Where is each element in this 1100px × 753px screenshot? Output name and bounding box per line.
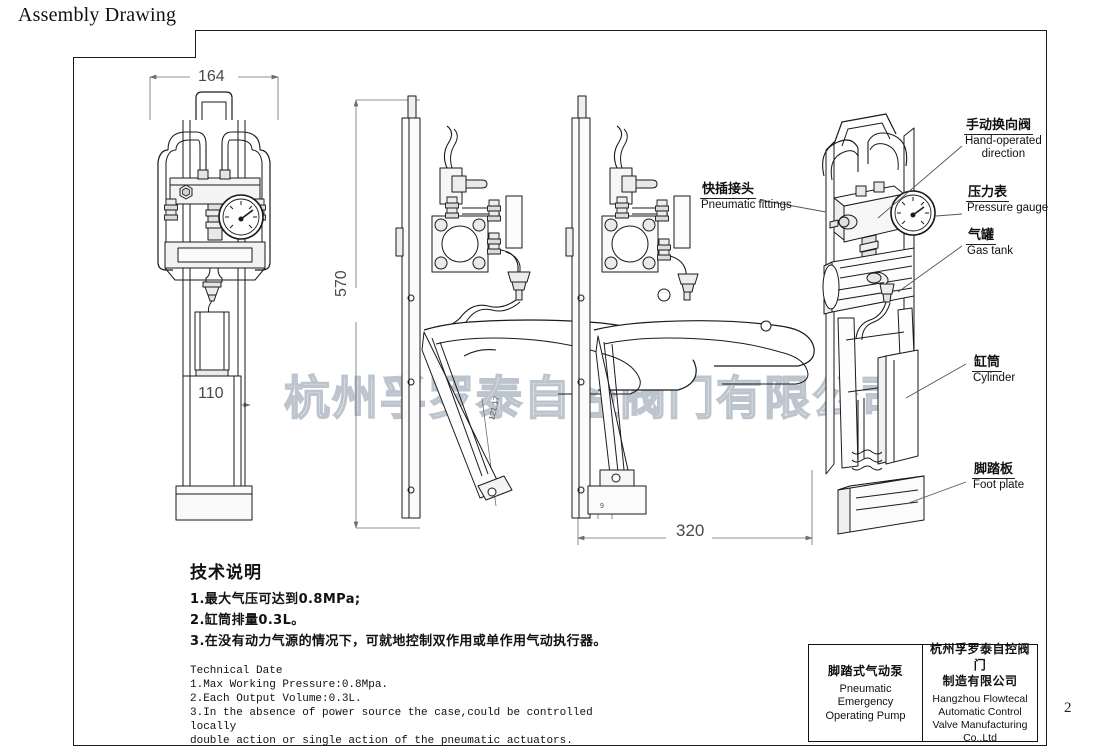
company-watermark: 杭州孚罗泰自控阀门有限公司 <box>283 370 908 426</box>
notes-item-cn-1: 1.最大气压可达到0.8MPa; <box>190 592 361 607</box>
product-name-en-line1: Pneumatic Emergency <box>837 682 894 709</box>
callout-cylinder: 缸筒 Cylinder <box>972 353 1015 385</box>
callout-cylinder-cn: 缸筒 <box>972 355 1003 372</box>
notes-item-cn-2: 2.缸筒排量0.3L。 <box>190 613 305 628</box>
callout-gas-tank-cn: 气罐 <box>966 228 997 245</box>
page-title: Assembly Drawing <box>18 4 177 26</box>
callout-hand-operated-en-line2: direction <box>981 148 1026 160</box>
callout-gas-tank: 气罐 Gas tank <box>966 226 1013 258</box>
dimension-164: 164 <box>198 68 225 85</box>
notes-item-cn-3: 3.在没有动力气源的情况下，可就地控制双作用或单作用气动执行器。 <box>190 634 607 649</box>
company-name-en-line1: Hangzhou Flowtecal <box>932 693 1028 705</box>
callout-foot-plate: 脚踏板 Foot plate <box>972 460 1024 492</box>
dimension-320: 320 <box>676 521 705 540</box>
company-name-en-line2: Automatic Control <box>938 706 1022 718</box>
notes-title-en: Technical Date <box>190 665 283 677</box>
dimension-9: 9 <box>600 503 604 510</box>
callout-pneumatic-fittings: 快插接头 Pneumatic fittings <box>700 180 792 212</box>
company-name-en-line4: Co.,Ltd <box>963 732 997 744</box>
company-name-cn: 杭州孚罗泰自控阀门 制造有限公司 <box>925 641 1035 689</box>
callout-hand-operated-en-line1: Hand-operated <box>965 135 1042 147</box>
technical-notes: 技术说明 1.最大气压可达到0.8MPa; 2.缸筒排量0.3L。 3.在没有动… <box>190 558 620 748</box>
callout-cylinder-en: Cylinder <box>973 372 1016 384</box>
page-number: 2 <box>1064 700 1072 716</box>
product-name-cn: 脚踏式气动泵 <box>827 663 903 678</box>
dimension-110: 110 <box>198 385 224 402</box>
callout-pressure-gauge: 压力表 Pressure gauge <box>966 183 1048 215</box>
callout-foot-plate-cn: 脚踏板 <box>972 462 1016 479</box>
company-name-en: Hangzhou Flowtecal Automatic Control Val… <box>932 693 1027 745</box>
callout-pneumatic-fittings-cn: 快插接头 <box>700 182 757 199</box>
callout-hand-operated-cn: 手动换向阀 <box>964 118 1034 135</box>
title-block-company: 杭州孚罗泰自控阀门 制造有限公司 Hangzhou Flowtecal Auto… <box>923 642 1037 744</box>
company-name-en-line3: Valve Manufacturing <box>932 719 1028 731</box>
company-name-cn-line1: 杭州孚罗泰自控阀门 <box>929 642 1030 672</box>
notes-item-en-4: double action or single action of the pn… <box>190 735 573 747</box>
notes-item-en-1: 1.Max Working Pressure:0.8Mpa. <box>190 679 389 691</box>
notes-title-cn: 技术说明 <box>190 563 262 583</box>
callout-pressure-gauge-cn: 压力表 <box>966 185 1010 202</box>
product-name-en: Pneumatic Emergency Operating Pump <box>811 683 920 724</box>
notes-item-en-3: 3.In the absence of power source the cas… <box>190 707 593 733</box>
title-block-product: 脚踏式气动泵 Pneumatic Emergency Operating Pum… <box>809 645 923 741</box>
callout-gas-tank-en: Gas tank <box>967 245 1014 257</box>
title-block: 脚踏式气动泵 Pneumatic Emergency Operating Pum… <box>808 642 1038 744</box>
callout-foot-plate-en: Foot plate <box>973 479 1025 491</box>
callout-pneumatic-fittings-en: Pneumatic fittings <box>701 199 792 211</box>
dimension-570: 570 <box>333 270 350 297</box>
drawing-border <box>73 30 1047 746</box>
drawing-border-tab <box>73 30 196 58</box>
callout-hand-operated: 手动换向阀 Hand-operated direction <box>964 116 1042 161</box>
company-name-cn-line2: 制造有限公司 <box>942 674 1018 688</box>
notes-item-en-2: 2.Each Output Volume:0.3L. <box>190 693 362 705</box>
callout-pressure-gauge-en: Pressure gauge <box>967 202 1049 214</box>
product-name-en-line2: Operating Pump <box>825 709 906 722</box>
